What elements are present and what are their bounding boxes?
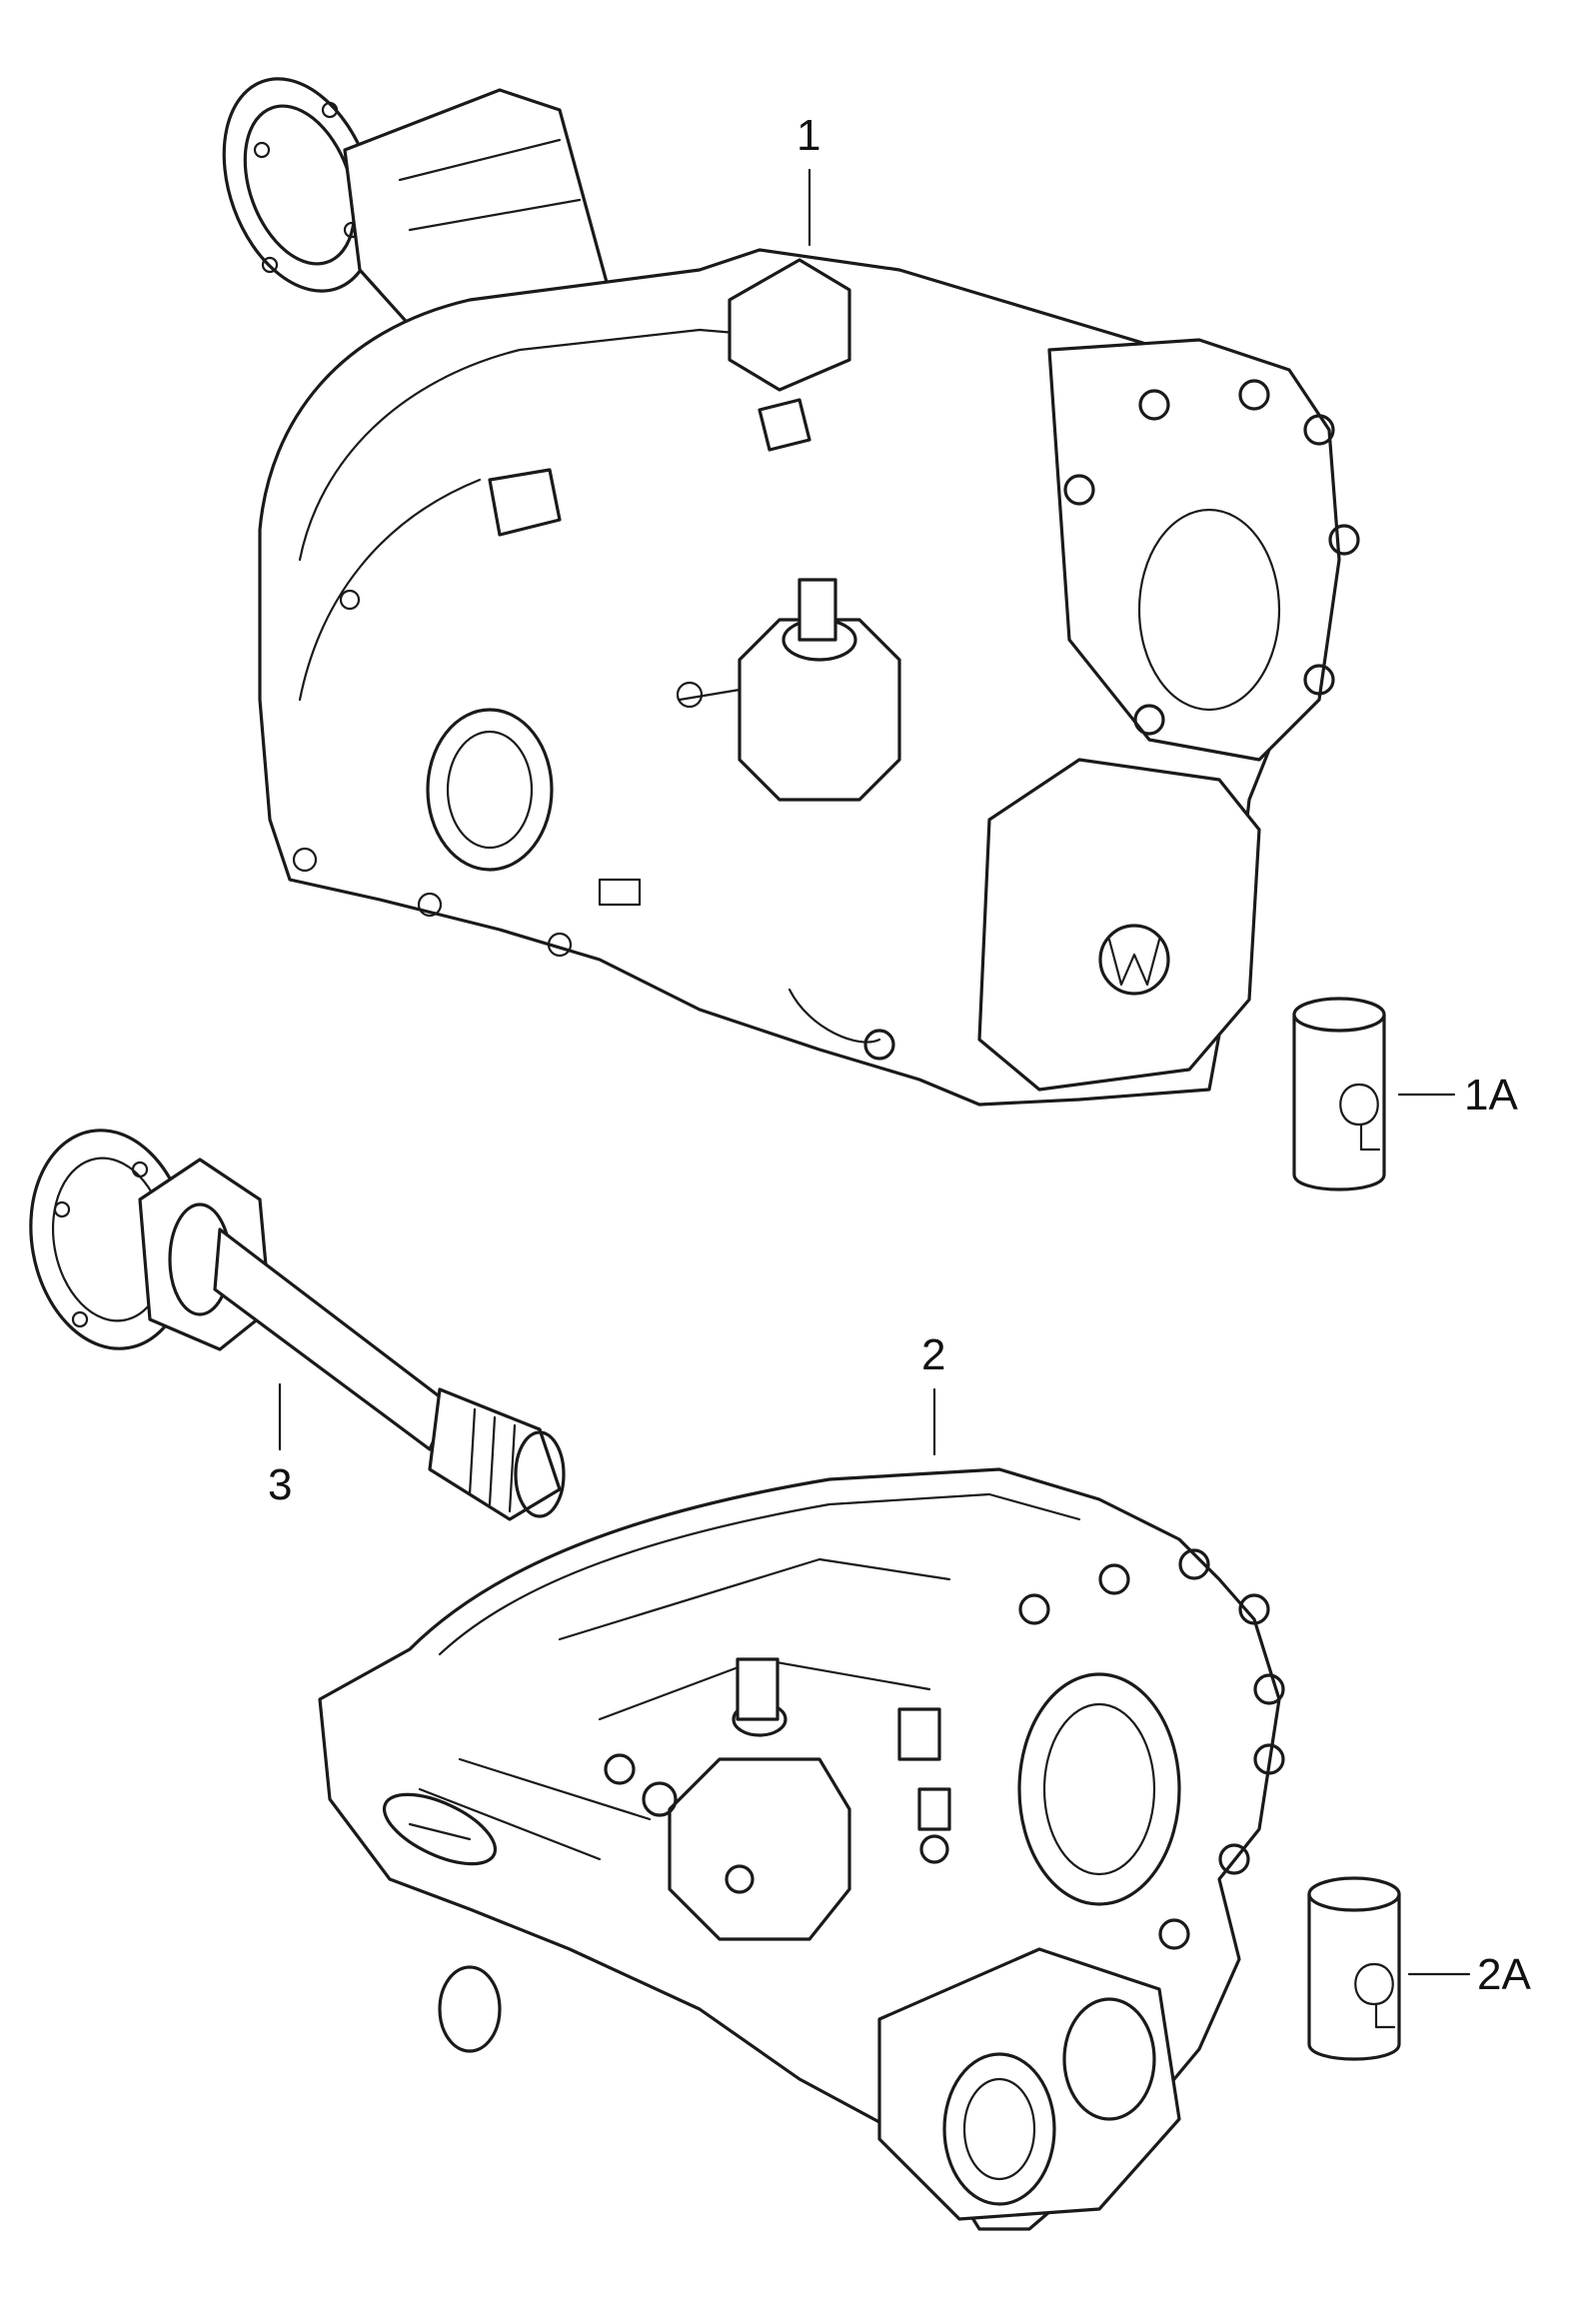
callout-label-1A: 1A [1464, 1071, 1518, 1120]
callout-label-2A: 2A [1477, 1950, 1531, 1999]
flange-shaft-icon [29, 1129, 566, 1521]
callout-label-3: 3 [268, 1460, 292, 1509]
oil-can-icon [1292, 997, 1386, 1191]
vw-logo-icon [1098, 924, 1170, 996]
callout-label-2: 2 [921, 1330, 945, 1379]
gearbox-housing-icon [318, 1467, 1285, 2231]
callout-label-1: 1 [797, 111, 820, 160]
gearbox-assembly-icon [222, 77, 1360, 1107]
oil-can-icon [1307, 1876, 1401, 2061]
